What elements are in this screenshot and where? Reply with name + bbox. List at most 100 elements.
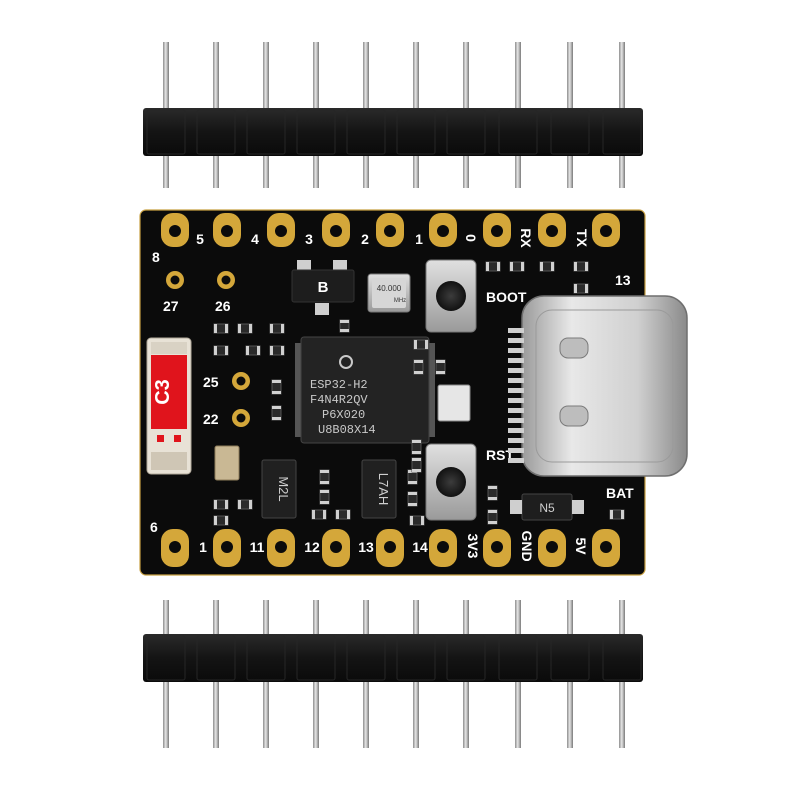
top-pad-hole [491, 225, 503, 237]
crystal-label-2: MHz [394, 298, 406, 304]
usb-c-pin [508, 368, 524, 373]
usb-c-pin [508, 448, 524, 453]
usb-c-connector [508, 295, 688, 477]
smd-component [245, 345, 261, 356]
smd-component [485, 261, 501, 272]
mosfet-label: B [318, 279, 329, 296]
usb-c-shell [521, 295, 688, 477]
top-header-cell [602, 109, 642, 155]
crystal-40mhz: 40.000 MHz [367, 273, 411, 313]
bottom-pad-hole [221, 541, 233, 553]
rst-btn-cap [436, 467, 466, 497]
pad-22-hole [236, 413, 246, 423]
badge-dot-1 [157, 435, 164, 442]
top-pad-hole [330, 225, 342, 237]
smd-component [573, 261, 589, 272]
usb-c-pin [508, 378, 524, 383]
top-edge-label: 1 [415, 231, 423, 247]
smd-component [487, 509, 498, 525]
smd-component [413, 359, 424, 375]
top-edge-label: 3 [305, 231, 313, 247]
esp32-h2-chip: ESP32-H2 F4N4R2QV P6X020 U8B08X14 [295, 336, 435, 444]
usb-c-slot-1 [559, 337, 589, 359]
top-pad-hole [384, 225, 396, 237]
rst-button [425, 443, 477, 521]
label-27: 27 [163, 298, 179, 314]
bottom-castellated-pads [161, 529, 620, 567]
smd-component [269, 323, 285, 334]
bottom-edge-label: 5V [573, 537, 589, 555]
top-edge-label: 5 [196, 231, 204, 247]
capacitor-beige [214, 445, 240, 481]
top-pad-hole [275, 225, 287, 237]
smd-component [271, 405, 282, 421]
bottom-pad-hole [330, 541, 342, 553]
led-component [437, 384, 471, 422]
chip-line-3: P6X020 [322, 408, 365, 422]
smd-component [509, 261, 525, 272]
usb-c-pins [508, 328, 524, 463]
badge-end-top [151, 342, 187, 354]
crystal-inner [372, 278, 406, 308]
bottom-header-cell [602, 635, 642, 681]
bottom-edge-label: 11 [250, 539, 265, 555]
c3-badge: C3 [146, 337, 192, 475]
badge-text: C3 [152, 379, 174, 405]
bottom-header-cell [146, 635, 186, 681]
l7ah-label: L7AH [376, 473, 391, 506]
smd-component [407, 491, 418, 507]
smd-component [411, 439, 422, 455]
top-edge-label: 2 [361, 231, 369, 247]
top-header-plastic [143, 108, 643, 156]
smd-component [319, 469, 330, 485]
n5-label: N5 [539, 501, 555, 515]
pad-26-hole [221, 275, 231, 285]
n5-leg-left [510, 500, 522, 514]
smd-component [573, 283, 589, 294]
bottom-header-cell [346, 635, 386, 681]
bottom-pad-hole [546, 541, 558, 553]
bottom-header-cell [246, 635, 286, 681]
top-edge-label: 4 [251, 231, 259, 247]
smd-component [271, 379, 282, 395]
smd-component [319, 489, 330, 505]
top-pad-hole [546, 225, 558, 237]
mosfet-leg-3 [315, 303, 329, 315]
top-header-cell [396, 109, 436, 155]
bottom-edge-label: 13 [358, 539, 374, 555]
smd-component [213, 323, 229, 334]
smd-component [213, 499, 229, 510]
usb-c-pin [508, 328, 524, 333]
m2l-label: M2L [276, 476, 291, 501]
bottom-header-cell [396, 635, 436, 681]
smd-passives [213, 261, 625, 526]
bottom-header-cell [498, 635, 538, 681]
usb-c-pin [508, 438, 524, 443]
usb-c-pin [508, 348, 524, 353]
label-bat: BAT [606, 485, 634, 501]
smd-component [435, 359, 446, 375]
top-pad-hole [221, 225, 233, 237]
bottom-pad-hole [275, 541, 287, 553]
bottom-edge-label: 3V3 [465, 534, 481, 559]
label-boot: BOOT [486, 289, 527, 305]
bottom-pad-hole [600, 541, 612, 553]
smd-component [237, 499, 253, 510]
bottom-header-cell [296, 635, 336, 681]
smd-component [539, 261, 555, 272]
chip-line-4: U8B08X14 [318, 423, 376, 437]
smd-component [411, 457, 422, 473]
usb-c-pin [508, 418, 524, 423]
smd-component [487, 485, 498, 501]
bottom-edge-label: GND [519, 530, 535, 561]
top-header-cell [296, 109, 336, 155]
crystal-label-1: 40.000 [377, 284, 402, 293]
n5-leg-right [572, 500, 584, 514]
smd-component [409, 515, 425, 526]
boot-btn-cap [436, 281, 466, 311]
bottom-pin-header [143, 600, 643, 748]
top-edge-label: RX [518, 228, 534, 248]
bottom-edge-label: 14 [412, 539, 428, 555]
